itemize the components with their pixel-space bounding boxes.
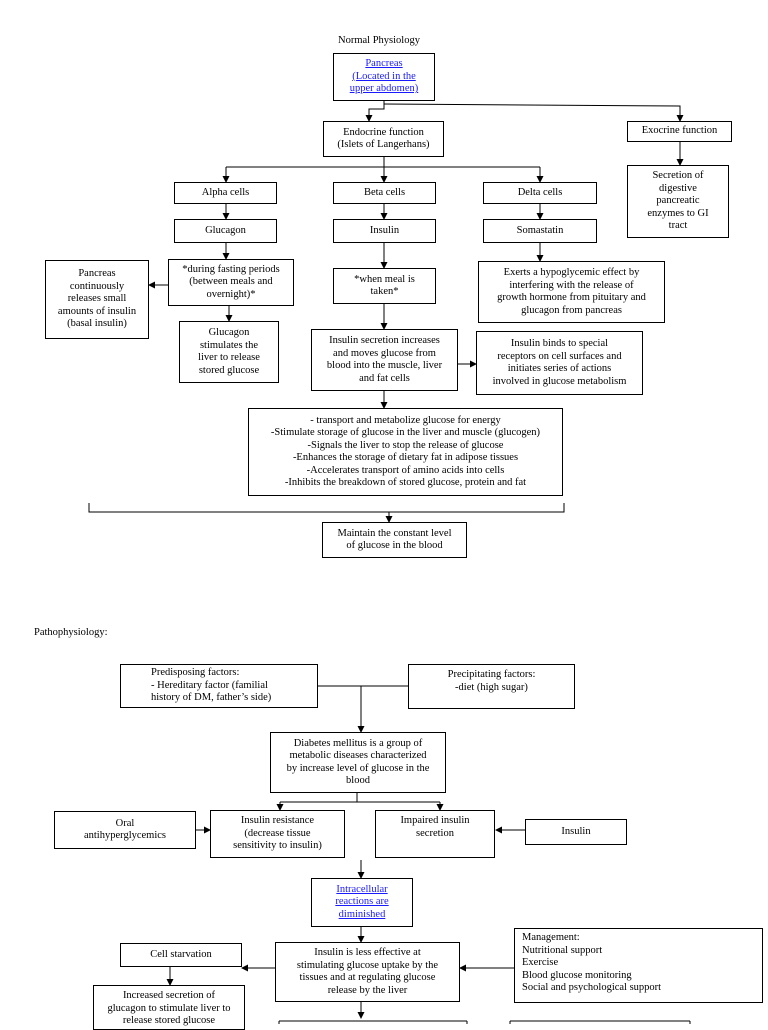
- exocrine-secretion-box: Secretion of digestive pancreatic enzyme…: [627, 165, 729, 238]
- predisposing-factors-box: Predisposing factors: - Hereditary facto…: [120, 664, 318, 708]
- management-box: Management: Nutritional support Exercise…: [514, 928, 763, 1003]
- endocrine-function-box: Endocrine function (Islets of Langerhans…: [323, 121, 444, 157]
- meal-taken-box: *when meal is taken*: [333, 268, 436, 304]
- pancreas-box[interactable]: Pancreas (Located in the upper abdomen): [333, 53, 435, 101]
- insulin-therapy-box: Insulin: [525, 819, 627, 845]
- cell-starvation-box: Cell starvation: [120, 943, 242, 967]
- beta-cells-box: Beta cells: [333, 182, 436, 204]
- precipitating-factors-box: Precipitating factors: -diet (high sugar…: [408, 664, 575, 709]
- intracellular-box[interactable]: Intracellular reactions are diminished: [311, 878, 413, 927]
- impaired-insulin-secretion-box: Impaired insulin secretion: [375, 810, 495, 858]
- glucagon-stimulates-box: Glucagon stimulates the liver to release…: [179, 321, 279, 383]
- diabetes-mellitus-box: Diabetes mellitus is a group of metaboli…: [270, 732, 446, 793]
- hypoglycemic-effect-box: Exerts a hypoglycemic effect by interfer…: [478, 261, 665, 323]
- insulin-less-effective-box: Insulin is less effective at stimulating…: [275, 942, 460, 1002]
- glucagon-box: Glucagon: [174, 219, 277, 243]
- increased-glucagon-box: Increased secretion of glucagon to stimu…: [93, 985, 245, 1030]
- exocrine-function-box: Exocrine function: [627, 121, 732, 142]
- maintain-glucose-box: Maintain the constant level of glucose i…: [322, 522, 467, 558]
- somastatin-box: Somastatin: [483, 219, 597, 243]
- intracellular-link[interactable]: Intracellular reactions are diminished: [335, 883, 389, 920]
- insulin-box: Insulin: [333, 219, 436, 243]
- insulin-binds-box: Insulin binds to special receptors on ce…: [476, 331, 643, 395]
- pancreas-link[interactable]: Pancreas (Located in the upper abdomen): [349, 58, 419, 95]
- insulin-secretion-box: Insulin secretion increases and moves gl…: [311, 329, 458, 391]
- fasting-periods-box: *during fasting periods (between meals a…: [168, 259, 294, 306]
- basal-insulin-box: Pancreas continuously releases small amo…: [45, 260, 149, 339]
- insulin-effects-box: - transport and metabolize glucose for e…: [248, 408, 563, 496]
- pathophysiology-title: Pathophysiology:: [34, 627, 108, 638]
- delta-cells-box: Delta cells: [483, 182, 597, 204]
- normal-physiology-title: Normal Physiology: [338, 35, 420, 46]
- alpha-cells-box: Alpha cells: [174, 182, 277, 204]
- oral-antihyperglycemics-box: Oral antihyperglycemics: [54, 811, 196, 849]
- insulin-resistance-box: Insulin resistance (decrease tissue sens…: [210, 810, 345, 858]
